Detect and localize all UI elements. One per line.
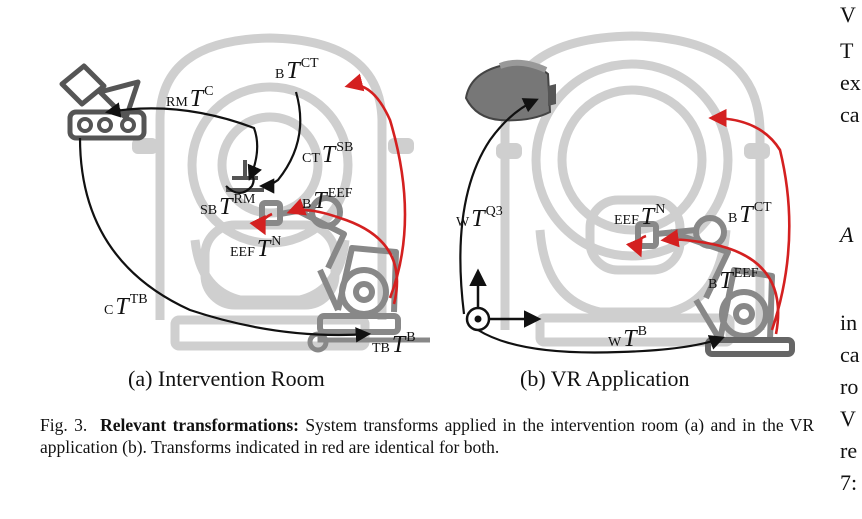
label-b-tct-a: BTCT (275, 56, 319, 84)
label-tb-tb: TBTB (372, 330, 416, 358)
label-rm-tc: RMTC (166, 84, 214, 112)
arrow-b-teef (286, 198, 399, 305)
ct-handle-right-a (388, 138, 414, 154)
label-w-tq3: WTQ3 (456, 204, 503, 232)
arrow-b-tct-b (708, 108, 791, 331)
side-text-1: T (840, 38, 854, 63)
side-text-4: A (840, 222, 854, 247)
arrow-b-teef-b (660, 229, 780, 335)
tracking-camera-icon (67, 109, 147, 141)
arrow-eef-tn (249, 212, 273, 236)
label-sb-trm: SBTRM (200, 192, 256, 220)
label-b-tct-b: BTCT (728, 200, 772, 228)
label-b-teef-b: BTEEF (708, 266, 759, 294)
caption-prefix: Fig. 3. (40, 415, 88, 435)
arrow-w-tq3 (459, 98, 539, 315)
caption-bold: Relevant transformations: (100, 415, 299, 435)
side-text-2: ex (840, 70, 861, 95)
vr-headset-icon (464, 59, 556, 122)
caption-text: System transforms applied in the interve… (40, 415, 814, 457)
arrow-w-tb (477, 329, 725, 354)
side-text-3: ca (840, 102, 860, 127)
side-text-6: ca (840, 342, 860, 367)
arrow-c-ttb (78, 137, 372, 343)
arrow-b-tct (344, 73, 407, 299)
reference-marker-icon (226, 160, 264, 192)
label-eef-tn-b: EEFTN (614, 202, 665, 230)
label-w-tb: WTB (608, 324, 647, 352)
ct-handle-left-b (496, 143, 522, 159)
arrow-rm-tc (104, 102, 262, 181)
arrow-sb-trm (225, 173, 255, 195)
arrow-ct-tsb (258, 91, 302, 194)
subcaption-a: (a) Intervention Room (128, 366, 325, 391)
label-eef-tn-a: EEFTN (230, 234, 281, 262)
subcaption-b: (b) VR Application (520, 366, 689, 391)
side-text-0: V (840, 2, 856, 27)
label-c-ttb: CTTB (104, 292, 148, 320)
ct-handle-right-b (744, 143, 770, 159)
label-ct-tsb: CTTSB (302, 140, 353, 168)
figure-caption: Fig. 3. Relevant transformations: System… (40, 414, 814, 458)
side-text-8: V (840, 406, 856, 431)
side-text-10: 7: (840, 470, 858, 495)
side-text-5: in (840, 310, 858, 335)
arrow-eef-tn-b (625, 234, 647, 258)
side-text-9: re (840, 438, 858, 463)
label-b-teef-a: BTEEF (302, 186, 353, 214)
side-text-7: ro (840, 374, 859, 399)
